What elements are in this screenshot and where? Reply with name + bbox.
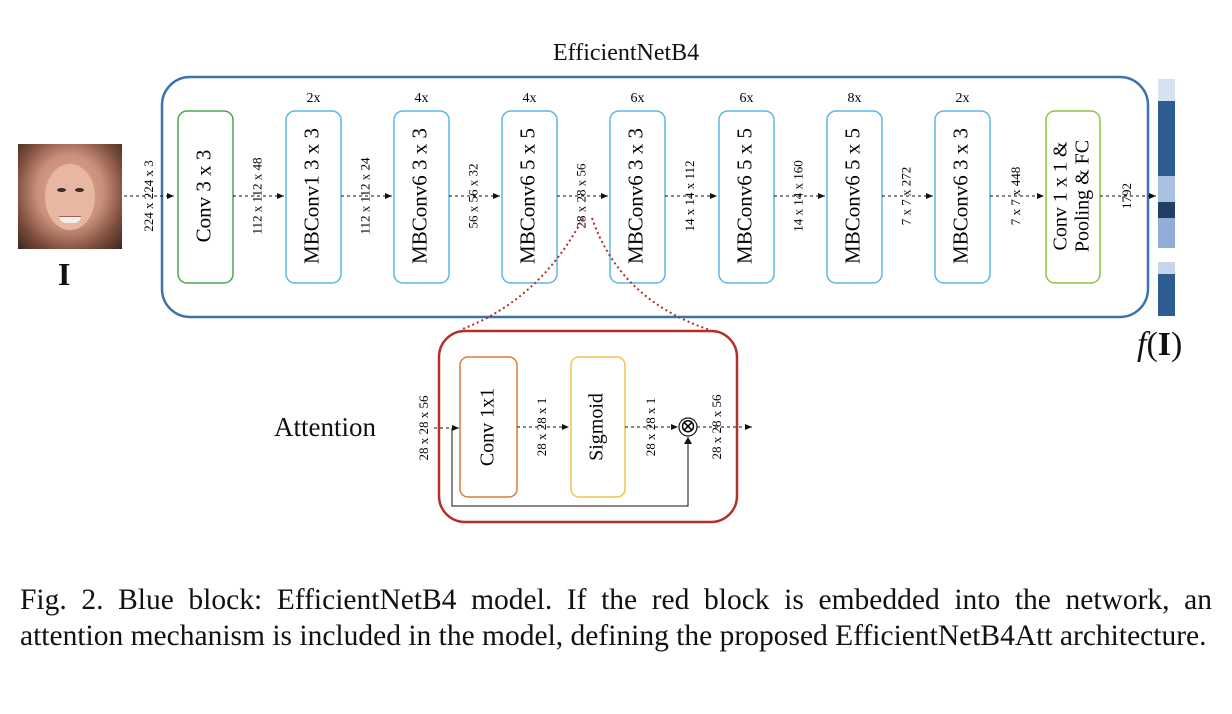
block-7-box xyxy=(826,110,883,284)
block-3-repeat: 4x xyxy=(415,91,429,106)
block-9-label-line1: Conv 1 x 1 & xyxy=(1050,141,1072,250)
feature-cell-2 xyxy=(1158,101,1175,176)
attention-conv-label: Conv 1x1 xyxy=(477,388,499,466)
right-eye xyxy=(75,188,84,192)
feature-cell-1 xyxy=(1158,79,1175,101)
block-8-label: MBConv6 3 x 3 xyxy=(948,128,972,264)
block-2-label: MBConv1 3 x 3 xyxy=(299,128,323,264)
output-symbol: f(I) xyxy=(1137,326,1183,363)
block-2-box xyxy=(285,110,342,284)
output-arg: I xyxy=(1157,326,1172,363)
block-3-label: MBConv6 3 x 3 xyxy=(407,128,431,264)
input-dim-label: 224 x 224 x 3 xyxy=(141,160,156,232)
block-1-label: Conv 3 x 3 xyxy=(191,150,215,243)
block-8-repeat: 2x xyxy=(956,91,970,106)
output-func: f xyxy=(1137,326,1147,363)
model-title: EfficientNetB4 xyxy=(553,40,700,66)
multiply-symbol: ⊗ xyxy=(680,416,697,438)
feature-cell-5 xyxy=(1158,218,1175,248)
feature-cell-4 xyxy=(1158,202,1175,218)
block-6-output-dim: 14 x 14 x 160 xyxy=(790,160,805,232)
block-5-box xyxy=(609,110,666,284)
attention-sigmoid-out: 28 x 28 x 1 xyxy=(643,398,658,457)
block-8-box xyxy=(934,110,991,284)
block-9-box xyxy=(1045,110,1101,284)
attention-output-dim: 28 x 28 x 56 xyxy=(709,394,724,460)
attention-conv-out: 28 x 28 x 1 xyxy=(534,398,549,457)
figure-caption: Fig. 2. Blue block: EfficientNetB4 model… xyxy=(20,584,1212,652)
feature-cell-6 xyxy=(1158,262,1175,274)
block-8-output-dim: 7 x 7 x 448 xyxy=(1008,167,1023,226)
attention-frame xyxy=(437,329,739,524)
block-2-repeat: 2x xyxy=(307,91,321,106)
block-5-output-dim: 14 x 14 x 112 xyxy=(682,160,697,231)
block-6-box xyxy=(718,110,775,284)
block-6-repeat: 6x xyxy=(740,91,754,106)
block-3-output-dim: 56 x 56 x 32 xyxy=(465,164,480,229)
block-9-label-line2: Pooling & FC xyxy=(1072,140,1094,252)
block-4-label: MBConv6 5 x 5 xyxy=(515,128,539,264)
block-2-output-dim: 112 x 112 x 24 xyxy=(357,157,372,235)
input-face-image xyxy=(18,144,122,249)
feature-vector xyxy=(1158,79,1175,316)
attention-label: Attention xyxy=(274,412,376,442)
blocks-layer: Conv 3 x 3 112 x 112 x 48 MBConv1 3 x 3 2x 1… xyxy=(177,91,1156,284)
block-3-box xyxy=(393,110,450,284)
left-eye xyxy=(57,188,66,192)
attention-input-dim: 28 x 28 x 56 xyxy=(416,395,431,461)
block-5-repeat: 6x xyxy=(631,91,645,106)
block-1-box xyxy=(177,110,234,284)
block-9-output-dim: 1792 xyxy=(1119,183,1134,209)
block-7-repeat: 8x xyxy=(848,91,862,106)
block-5-label: MBConv6 3 x 3 xyxy=(623,128,647,264)
attention-skip-connection xyxy=(451,428,689,507)
diagram-svg: Conv 3 x 3 112 x 112 x 48 MBConv1 3 x 3 2x 1… xyxy=(124,75,1175,524)
block-7-label: MBConv6 5 x 5 xyxy=(840,128,864,264)
block-1-output-dim: 112 x 112 x 48 xyxy=(249,157,264,234)
input-symbol: I xyxy=(58,256,71,292)
attention-sigmoid-label: Sigmoid xyxy=(586,393,608,461)
feature-cell-7 xyxy=(1158,274,1175,316)
zoom-line-right xyxy=(591,217,711,331)
zoom-line-left xyxy=(459,217,584,331)
block-6-label: MBConv6 5 x 5 xyxy=(732,128,756,264)
block-7-output-dim: 7 x 7 x 272 xyxy=(898,167,913,226)
block-4-box xyxy=(501,110,558,284)
block-4-repeat: 4x xyxy=(523,91,537,106)
block-4-output-dim: 28 x 28 x 56 xyxy=(573,163,588,229)
efficientnet-frame xyxy=(160,75,1150,319)
skip-arrowhead xyxy=(684,437,692,444)
architecture-diagram: EfficientNetB4 I Conv 3 x 3 112 x 112 x 4… xyxy=(18,40,1183,524)
feature-cell-3 xyxy=(1158,176,1175,202)
smile xyxy=(59,216,81,223)
